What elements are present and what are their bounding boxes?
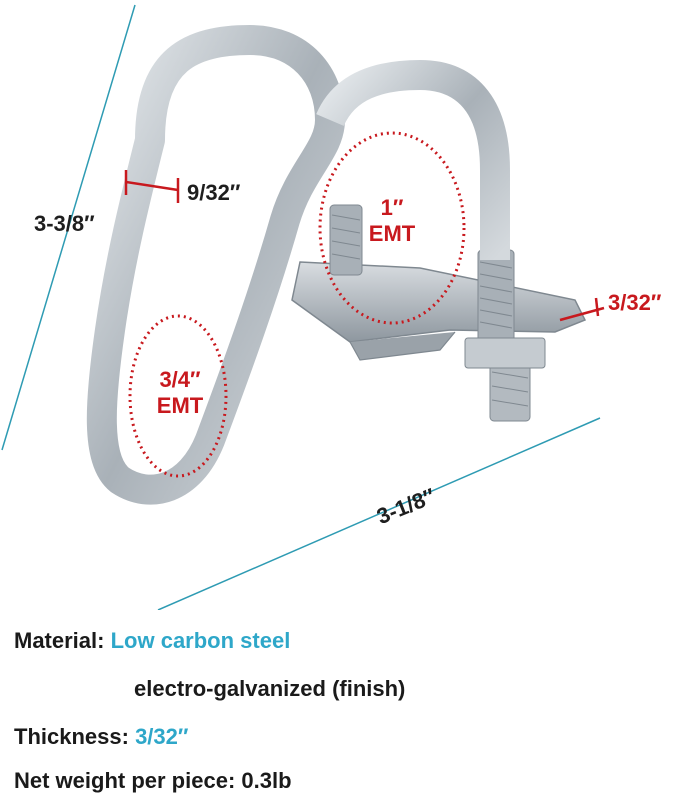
wire-dia-marker — [125, 180, 179, 192]
small-loop-size: 3/4″ — [159, 367, 201, 392]
weight-value: 0.3lb — [241, 768, 292, 793]
width-guide-line — [157, 417, 601, 611]
small-loop-label: 3/4″ EMT — [140, 367, 220, 419]
material-value: Low carbon steel — [110, 628, 291, 653]
saddle-plate-edge — [349, 331, 456, 361]
plate-thickness-label: 3/32″ — [608, 290, 662, 315]
weight-label: Net weight per piece: — [14, 768, 236, 793]
weight-spec: Net weight per piece: 0.3lb — [14, 768, 292, 794]
bolt-threads — [331, 214, 529, 407]
thickness-value: 3/32″ — [135, 724, 189, 749]
wire-loop-small — [86, 25, 345, 505]
clamp-illustration — [1, 4, 605, 611]
thickness-label: Thickness: — [14, 724, 129, 749]
hex-nut — [464, 337, 546, 369]
finish-spec: electro-galvanized (finish) — [134, 676, 406, 701]
material-spec: Material: Low carbon steel — [14, 628, 290, 654]
material-label: Material: — [14, 628, 105, 653]
height-guide-line — [1, 4, 136, 451]
height-label: 3-3/8″ — [34, 211, 95, 236]
large-loop-ellipse — [318, 131, 466, 325]
thickness-spec: Thickness: 3/32″ — [14, 724, 188, 750]
small-loop-ellipse — [128, 314, 228, 478]
large-loop-unit: EMT — [368, 221, 416, 246]
wire-loop-large — [316, 59, 510, 260]
large-loop-label: 1″ EMT — [352, 195, 432, 247]
large-loop-size: 1″ — [380, 195, 404, 220]
small-loop-unit: EMT — [156, 393, 204, 418]
product-figure: 3-3/8″ 9/32″ 3-1/8″ 3/32″ 1″ EMT 3/4″ EM… — [1, 4, 662, 611]
wire-diameter-label: 9/32″ — [187, 180, 241, 205]
